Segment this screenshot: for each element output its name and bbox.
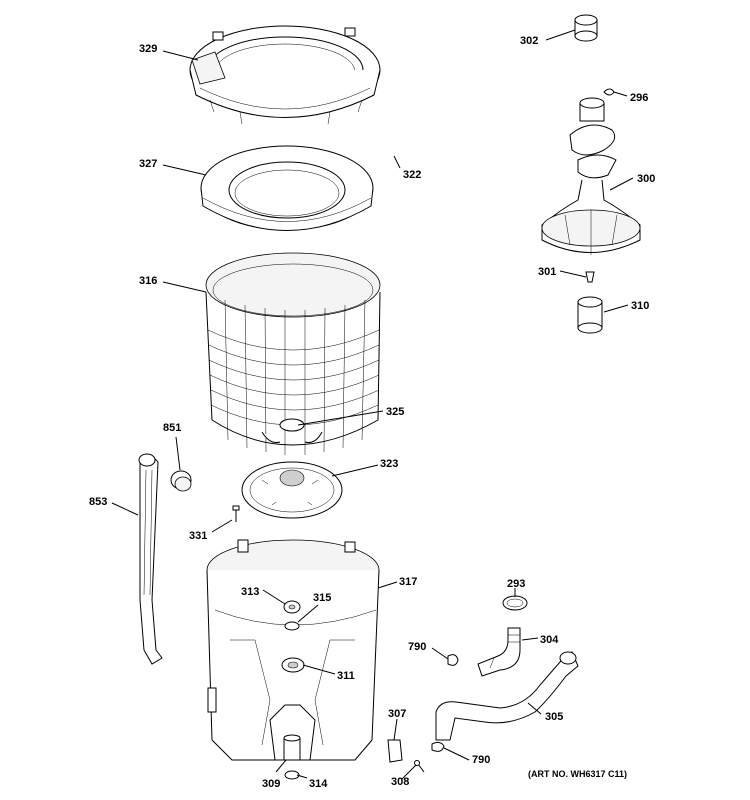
label-325: 325 [386,406,404,418]
label-301: 301 [538,266,556,278]
label-305: 305 [545,711,563,723]
part-293-clamp [502,595,528,611]
part-301-bolt [585,271,595,283]
label-327: 327 [139,158,157,170]
part-327-balance-ring [200,145,374,231]
label-293: 293 [507,578,525,590]
part-296-clip [603,88,615,96]
label-315: 315 [313,592,331,604]
label-311: 311 [337,670,355,682]
leader-lines [111,29,634,780]
part-316-wash-basket [205,252,381,455]
part-315-washer [284,621,300,631]
label-323: 323 [380,458,398,470]
part-329-tub-cover [189,25,381,125]
label-851: 851 [163,422,181,434]
label-317: 317 [399,576,417,588]
part-317-outer-tub [206,539,380,761]
label-302: 302 [520,35,538,47]
label-329: 329 [139,43,157,55]
part-309-seal [283,734,301,761]
label-790-upper: 790 [408,641,426,653]
part-304-hose [477,627,521,677]
art-number: (ART NO. WH6317 C11) [528,769,627,779]
label-309: 309 [262,778,280,790]
label-331: 331 [189,530,207,542]
part-790-clip-lower [431,741,445,752]
label-316: 316 [139,275,157,287]
part-308-screw [414,760,425,773]
part-labels: 329 327 322 316 325 323 331 851 853 317 … [89,35,655,790]
part-331-screw [232,505,240,522]
label-314: 314 [309,778,328,790]
part-307-bracket [387,739,403,763]
label-307: 307 [388,708,406,720]
part-310-coupler [577,296,603,334]
label-308: 308 [391,776,409,788]
part-314-washer [284,770,300,780]
part-311-bearing [281,657,305,673]
part-313-nut [283,600,301,614]
part-305-drain-hose [435,651,579,741]
part-300-agitator [541,97,641,255]
label-790-lower: 790 [472,754,490,766]
label-322: 322 [403,169,421,181]
label-313: 313 [241,586,259,598]
label-300: 300 [637,173,655,185]
part-790-clip-upper [447,654,459,666]
part-323-hub-plate [241,461,343,519]
part-853-hose [138,453,163,665]
label-296: 296 [630,92,648,104]
label-304: 304 [540,634,559,646]
part-302-agitator-cap [574,14,598,42]
part-851-cap [170,470,192,492]
label-310: 310 [631,300,649,312]
label-853: 853 [89,496,107,508]
